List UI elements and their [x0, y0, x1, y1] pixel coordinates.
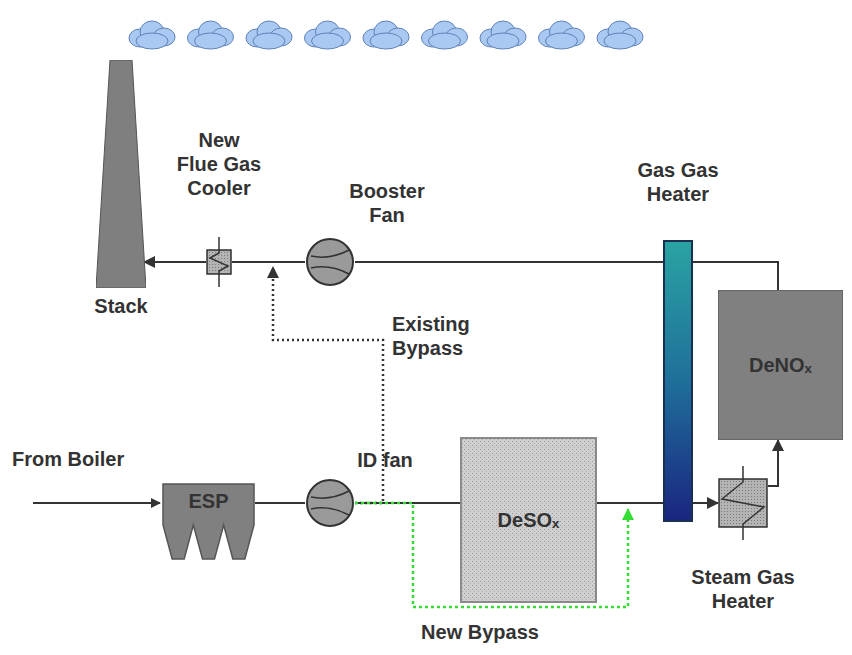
- cloud-puff: [604, 33, 636, 49]
- desox-box: DeSOₓ: [460, 437, 597, 603]
- cloud-puff: [546, 33, 578, 49]
- heat-exchanger-symbol: [206, 249, 232, 275]
- cloud-puff: [429, 33, 461, 49]
- id-fan: ID fan: [305, 478, 355, 528]
- node-label: ESP: [162, 489, 255, 513]
- flue-gas-cooler: New Flue Gas Cooler: [206, 249, 232, 275]
- text-holder: DeNOₓ: [718, 290, 843, 440]
- esp-unit: ESP: [162, 483, 255, 561]
- smoke-clouds: [129, 21, 643, 49]
- cloud-puff: [312, 33, 344, 49]
- cloud-puff: [136, 33, 168, 49]
- flue-duct: [355, 261, 663, 263]
- flue-duct: [693, 262, 778, 290]
- fan-symbol: [305, 237, 355, 287]
- stack: Stack: [96, 60, 146, 288]
- flue-duct: [255, 502, 305, 504]
- node-label: Stack: [71, 294, 171, 318]
- gas-gas-heater: Gas Gas Heater: [663, 240, 693, 522]
- inlet-arrow: [33, 502, 160, 504]
- steam-gas-heater: Steam Gas Heater: [718, 478, 768, 528]
- cloud-puff: [370, 33, 402, 49]
- node-label: Steam Gas Heater: [683, 565, 803, 613]
- flow-label: From Boiler: [12, 447, 124, 471]
- node-label: Booster Fan: [347, 179, 427, 227]
- node-label: DeSOₓ: [498, 508, 560, 532]
- denox-box: DeNOₓ: [718, 290, 843, 440]
- cloud-puff: [487, 33, 519, 49]
- stack-shape: [96, 60, 146, 288]
- text-holder: DeSOₓ: [460, 437, 597, 603]
- booster-fan: Booster Fan: [305, 237, 355, 287]
- bypass-label: New Bypass: [400, 620, 560, 644]
- flue-duct: [597, 502, 663, 504]
- flue-duct: [232, 261, 305, 263]
- gas-heater-bar: [663, 240, 693, 522]
- cloud-puff: [253, 33, 285, 49]
- node-label: ID fan: [345, 448, 425, 472]
- fan-symbol: [305, 478, 355, 528]
- cloud-puff: [195, 33, 227, 49]
- flue-duct: [768, 440, 778, 486]
- node-label: Gas Gas Heater: [631, 158, 725, 206]
- flue-duct: [144, 261, 206, 263]
- bypass-label: Existing Bypass: [392, 312, 502, 360]
- flue-duct: [693, 502, 718, 504]
- node-label: New Flue Gas Cooler: [176, 128, 262, 200]
- node-label: DeNOₓ: [749, 353, 812, 377]
- heat-exchanger-symbol: [718, 478, 768, 528]
